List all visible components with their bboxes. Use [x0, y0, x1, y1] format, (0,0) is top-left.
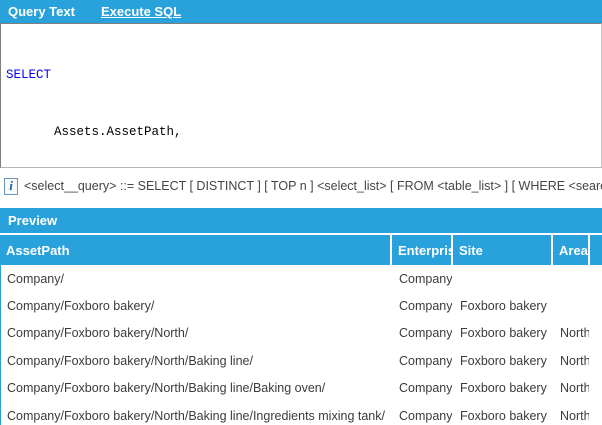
cell-site: Foxboro bakery [460, 408, 547, 423]
preview-grid: Company/ Company Company/Foxboro bakery/… [0, 265, 602, 425]
cell-site: Foxboro bakery [460, 326, 547, 341]
column-header-filler [590, 235, 602, 265]
table-row[interactable]: Company/ Company [1, 265, 602, 292]
cell-enterprise: Company [399, 408, 453, 423]
query-text-toolbar: Query Text Execute SQL [0, 0, 602, 23]
cell-area: North [560, 381, 591, 396]
cell-area: North [560, 326, 591, 341]
cell-site: Foxboro bakery [460, 381, 547, 396]
column-header-enterprise[interactable]: Enterprise [392, 235, 453, 265]
info-icon: i [4, 177, 18, 195]
column-header-area[interactable]: Area [553, 235, 590, 265]
cell-enterprise: Company [399, 271, 453, 286]
cell-enterprise: Company [399, 326, 453, 341]
sql-query-editor[interactable]: SELECT Assets.AssetPath, Assets.[AssetPa… [0, 23, 602, 168]
cell-site [454, 265, 554, 292]
cell-area [554, 292, 591, 319]
preview-grid-header: AssetPath Enterprise Site Area [0, 235, 602, 265]
column-header-site[interactable]: Site [453, 235, 553, 265]
cell-enterprise: Company [399, 353, 453, 368]
cell-enterprise: Company [399, 299, 453, 314]
cell-site: Foxboro bakery [460, 299, 547, 314]
table-row[interactable]: Company/Foxboro bakery/North/ Company Fo… [1, 320, 602, 347]
cell-assetpath: Company/ [7, 271, 64, 286]
sql-keyword: SELECT [6, 68, 52, 82]
preview-title: Preview [8, 213, 58, 228]
cell-assetpath: Company/Foxboro bakery/North/ [7, 326, 189, 341]
table-row[interactable]: Company/Foxboro bakery/North/Baking line… [1, 402, 602, 425]
cell-assetpath: Company/Foxboro bakery/ [7, 299, 155, 314]
cell-assetpath: Company/Foxboro bakery/North/Baking line… [7, 353, 253, 368]
cell-area [554, 265, 591, 292]
cell-assetpath: Company/Foxboro bakery/North/Baking line… [7, 408, 385, 423]
table-row[interactable]: Company/Foxboro bakery/North/Baking line… [1, 347, 602, 374]
sql-line: Assets.AssetPath, [6, 123, 601, 142]
sql-text: Assets.AssetPath, [54, 125, 182, 139]
cell-site: Foxboro bakery [460, 353, 547, 368]
cell-assetpath: Company/Foxboro bakery/North/Baking line… [7, 381, 326, 396]
cell-area: North [560, 408, 591, 423]
sql-line: SELECT [6, 66, 601, 85]
column-header-assetpath[interactable]: AssetPath [0, 235, 392, 265]
table-row[interactable]: Company/Foxboro bakery/North/Baking line… [1, 375, 602, 402]
preview-header-bar: Preview [0, 208, 602, 233]
syntax-hint-text: <select__query> ::= SELECT [ DISTINCT ] … [24, 179, 602, 193]
cell-area: North [560, 353, 591, 368]
table-row[interactable]: Company/Foxboro bakery/ Company Foxboro … [1, 292, 602, 319]
execute-sql-link[interactable]: Execute SQL [100, 4, 182, 19]
syntax-hint-bar: i <select__query> ::= SELECT [ DISTINCT … [0, 172, 602, 200]
query-text-label: Query Text [8, 4, 75, 19]
cell-enterprise: Company [399, 381, 453, 396]
